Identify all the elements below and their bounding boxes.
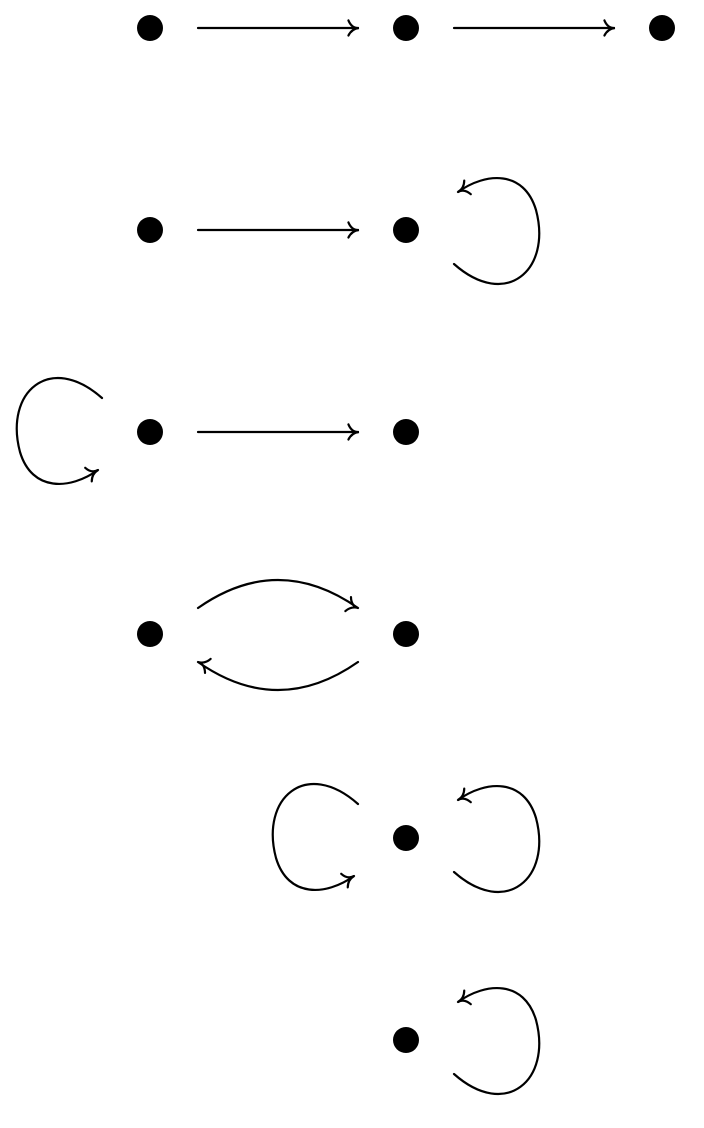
loop-path [15, 376, 104, 485]
node-b [393, 15, 419, 41]
node-a [393, 825, 419, 851]
node-a [137, 621, 163, 647]
edge-a-to-a [271, 782, 360, 891]
edge-b-to-b [452, 177, 541, 286]
edge-a-to-a [452, 785, 541, 894]
graphs-group [15, 15, 675, 1096]
graph-2 [137, 177, 541, 286]
arrowhead [457, 787, 472, 804]
arrowhead [347, 423, 360, 441]
loop-path [271, 782, 360, 891]
arrowhead [603, 19, 616, 37]
arrowhead [344, 595, 359, 613]
arrowhead [457, 179, 472, 196]
loop-path [452, 785, 541, 894]
arrowhead [340, 872, 355, 889]
arrowhead [197, 657, 212, 675]
arrowhead [347, 19, 360, 37]
node-a [137, 15, 163, 41]
edge-a-to-b [196, 423, 360, 441]
edge-b-to-c [452, 19, 616, 37]
node-c [649, 15, 675, 41]
graph-3 [15, 376, 419, 485]
loop-path [452, 987, 541, 1096]
edge-arc [196, 660, 360, 692]
arrowhead [347, 221, 360, 239]
node-a [137, 217, 163, 243]
arrowhead [84, 466, 99, 483]
edge-a-to-a [452, 987, 541, 1096]
edge-arc [196, 578, 360, 610]
arrowhead [457, 989, 472, 1006]
loop-path [452, 177, 541, 286]
graph-5 [271, 782, 541, 894]
graph-6 [393, 987, 541, 1096]
edge-a-to-a [15, 376, 104, 485]
node-b [393, 419, 419, 445]
node-b [393, 217, 419, 243]
graph-4 [137, 578, 419, 692]
edge-a-to-b [196, 19, 360, 37]
edge-a-to-b [196, 578, 360, 613]
node-a [393, 1027, 419, 1053]
edge-b-to-a [196, 657, 360, 692]
node-a [137, 419, 163, 445]
edge-a-to-b [196, 221, 360, 239]
node-b [393, 621, 419, 647]
graph-1 [137, 15, 675, 41]
